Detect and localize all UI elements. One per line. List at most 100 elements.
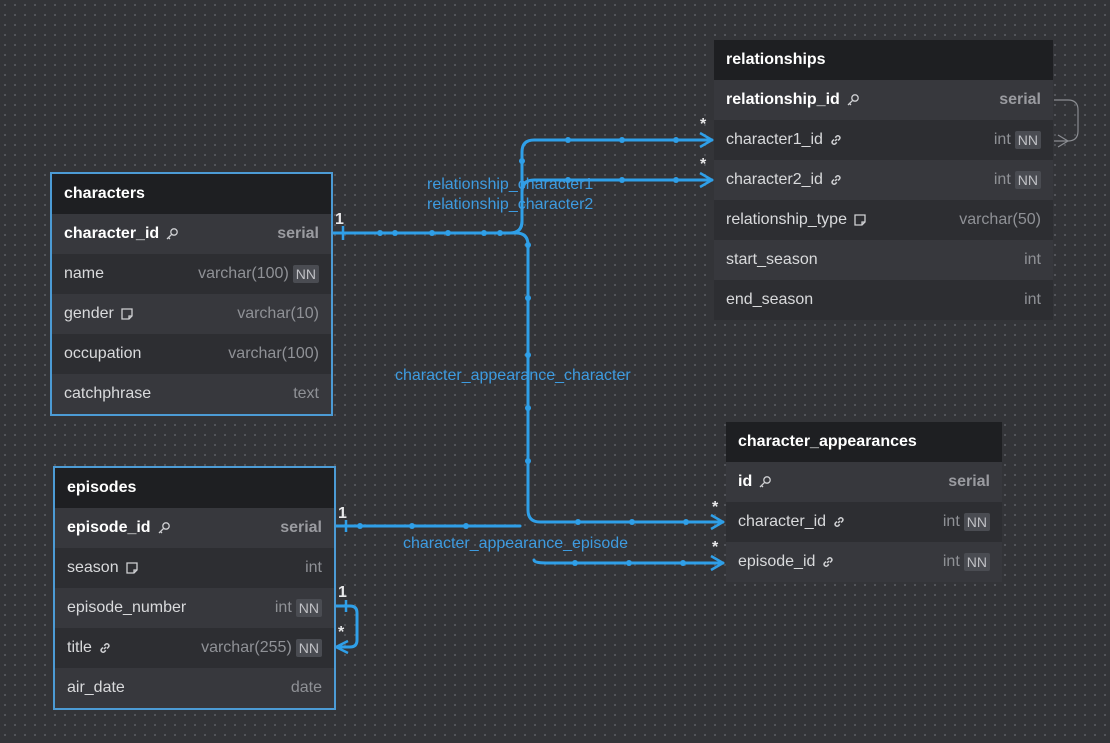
field-right: serial (280, 519, 322, 537)
not-null-badge: NN (963, 553, 990, 571)
cardinality-one: 1 (335, 211, 344, 228)
field-right: varchar(10) (237, 305, 319, 323)
field-left: character_id (64, 225, 179, 243)
field-row[interactable]: title varchar(255)NN (55, 628, 334, 668)
table-header[interactable]: characters (52, 174, 331, 214)
field-right: varchar(100)NN (198, 265, 319, 283)
field-type: varchar(100) (228, 345, 319, 362)
field-left: name (64, 265, 104, 283)
not-null-badge: NN (1014, 171, 1041, 189)
note-icon (853, 213, 867, 227)
field-name: character2_id (726, 171, 823, 188)
table-header[interactable]: character_appearances (726, 422, 1002, 462)
field-type: int (274, 599, 292, 616)
field-left: character_id (738, 513, 846, 531)
cardinality-many: * (700, 156, 707, 173)
relation-label-appearance-character[interactable]: character_appearance_character (395, 367, 631, 384)
field-row[interactable]: catchphrase text (52, 374, 331, 414)
field-left: catchphrase (64, 385, 151, 403)
relation-label-appearance-episode[interactable]: character_appearance_episode (403, 535, 629, 552)
field-name: name (64, 265, 105, 282)
relation-label-character2[interactable]: relationship_character2 (427, 196, 594, 213)
field-right: varchar(255)NN (201, 639, 322, 657)
field-left: start_season (726, 251, 818, 269)
edge-episode-self-reference[interactable] (334, 604, 359, 649)
field-row[interactable]: start_season int (714, 240, 1053, 280)
field-type: int (1024, 251, 1041, 268)
field-row[interactable]: relationship_id serial (714, 80, 1053, 120)
cardinality-many: * (712, 499, 719, 516)
field-left: title (67, 639, 112, 657)
field-left: episode_number (67, 599, 186, 617)
field-type: varchar(100) (198, 265, 289, 282)
field-name: catchphrase (64, 385, 152, 402)
table-header[interactable]: episodes (55, 468, 334, 508)
field-type: int (305, 559, 322, 576)
field-type: serial (999, 91, 1041, 108)
field-right: varchar(100) (228, 345, 319, 363)
field-name: episode_id (738, 553, 816, 570)
table-header[interactable]: relationships (714, 40, 1053, 80)
edge-character-appearance-character[interactable] (331, 231, 725, 524)
key-icon (165, 227, 179, 241)
field-name: episode_number (67, 599, 187, 616)
field-right: int (305, 559, 322, 577)
field-right: serial (999, 91, 1041, 109)
relation-label-character1[interactable]: relationship_character1 (427, 176, 594, 193)
edge-relationship-self-reference[interactable] (1054, 99, 1079, 148)
field-left: gender (64, 305, 134, 323)
link-icon (829, 173, 843, 187)
field-name: relationship_id (726, 91, 840, 108)
field-left: relationship_type (726, 211, 867, 229)
field-row[interactable]: gender varchar(10) (52, 294, 331, 334)
field-name: id (738, 473, 753, 490)
field-type: varchar(50) (959, 211, 1041, 228)
field-name: air_date (67, 679, 125, 696)
field-right: int (1024, 291, 1041, 309)
note-icon (125, 561, 139, 575)
field-row[interactable]: relationship_type varchar(50) (714, 200, 1053, 240)
field-name: episode_id (67, 519, 151, 536)
note-icon (120, 307, 134, 321)
field-name: title (67, 639, 92, 656)
field-row[interactable]: episode_id serial (55, 508, 334, 548)
field-left: character2_id (726, 171, 843, 189)
field-right: text (293, 385, 319, 403)
not-null-badge: NN (295, 599, 322, 617)
table-relationships[interactable]: relationships relationship_id serial chara… (714, 40, 1053, 320)
edge-character-appearance-episode[interactable] (334, 524, 725, 565)
field-name: character_id (738, 513, 827, 530)
field-type: int (942, 553, 960, 570)
cardinality-one: 1 (338, 505, 347, 522)
key-icon (846, 93, 860, 107)
field-right: varchar(50) (959, 211, 1041, 229)
cardinality-one: 1 (338, 584, 347, 601)
key-icon (157, 521, 171, 535)
field-row[interactable]: name varchar(100)NN (52, 254, 331, 294)
field-row[interactable]: id serial (726, 462, 1002, 502)
not-null-badge: NN (295, 639, 322, 657)
not-null-badge: NN (292, 265, 319, 283)
field-right: serial (948, 473, 990, 491)
field-left: episode_id (738, 553, 835, 571)
table-character-appearances[interactable]: character_appearances id serial character_… (726, 422, 1002, 582)
not-null-badge: NN (1014, 131, 1041, 149)
field-left: character1_id (726, 131, 843, 149)
